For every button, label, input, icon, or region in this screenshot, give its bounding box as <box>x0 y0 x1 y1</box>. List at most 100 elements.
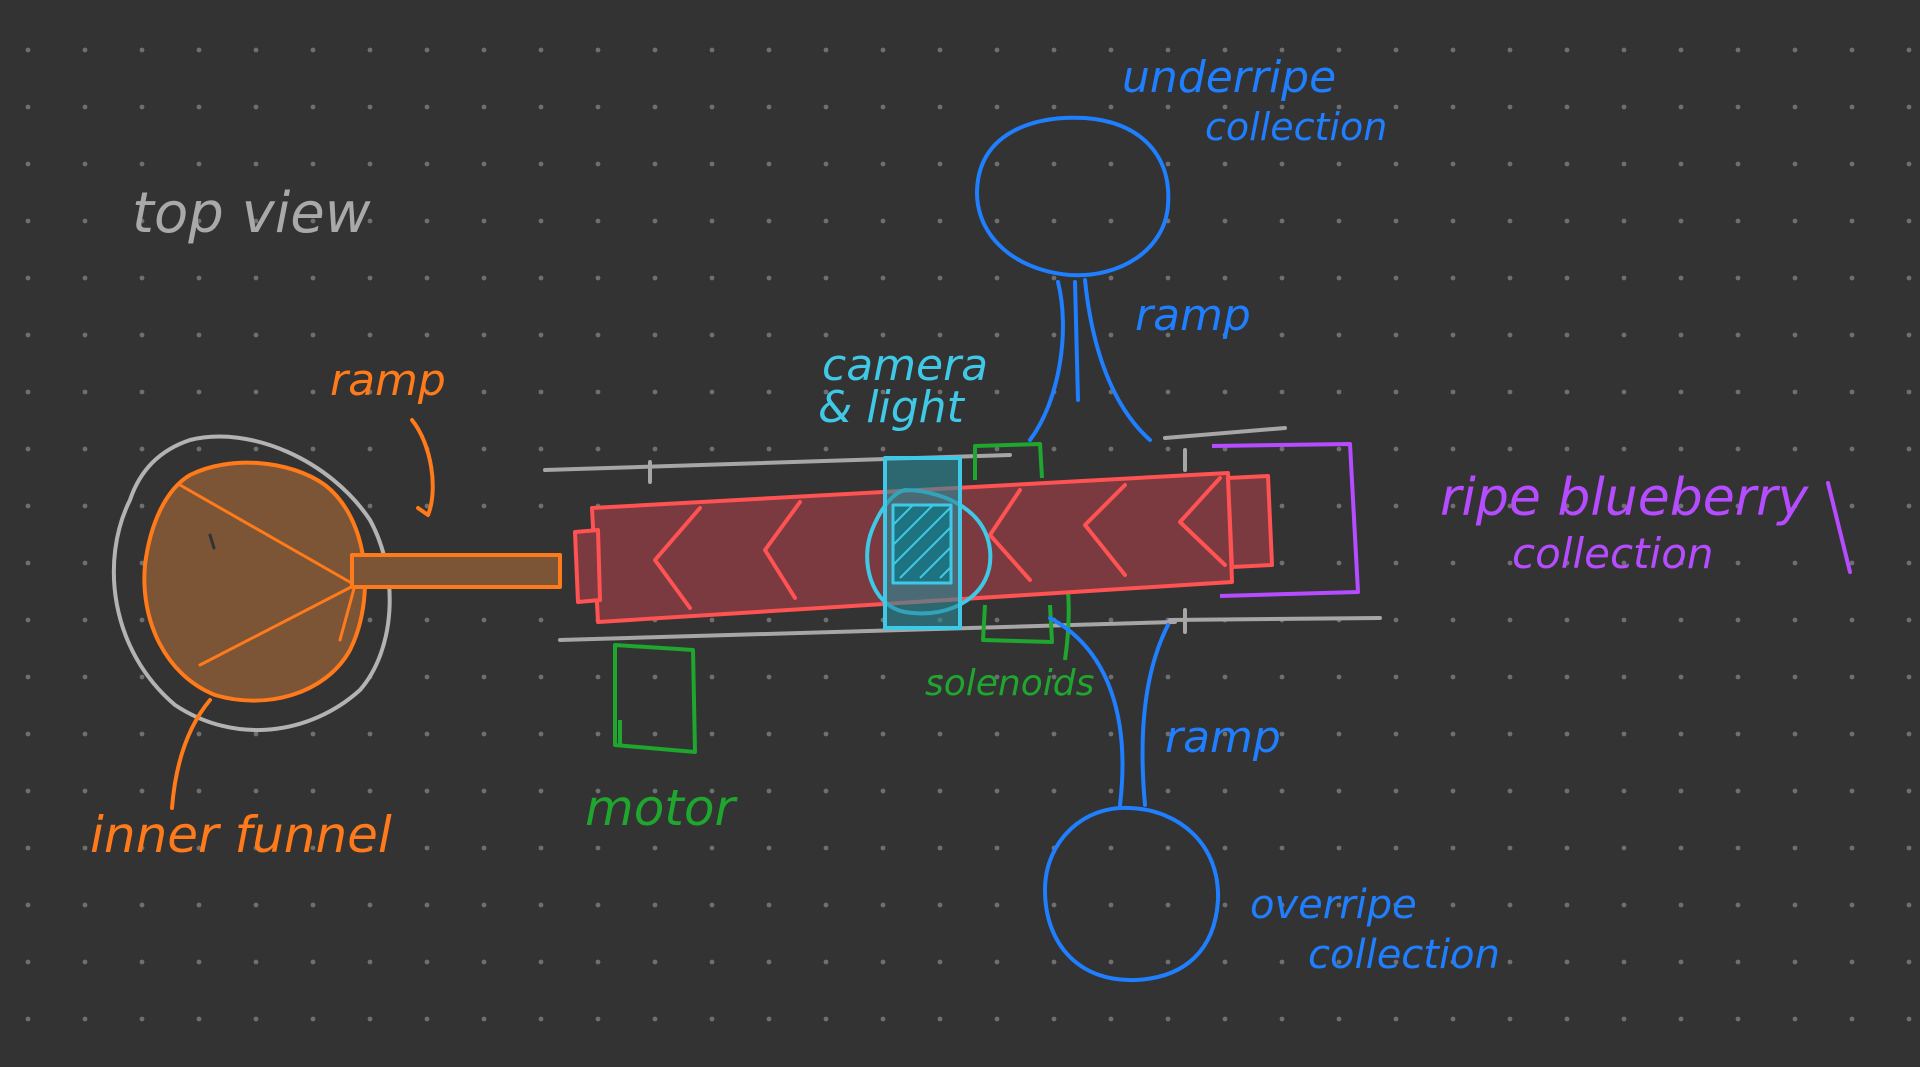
grid-dot <box>937 47 943 53</box>
grid-dot <box>880 161 886 167</box>
grid-dot <box>253 275 259 281</box>
grid-dot <box>1621 560 1627 566</box>
grid-dot <box>709 959 715 965</box>
grid-dot <box>1564 674 1570 680</box>
label-overripe-2: collection <box>1308 932 1500 978</box>
grid-dot <box>139 959 145 965</box>
grid-dot <box>709 674 715 680</box>
grid-dot <box>424 275 430 281</box>
grid-dot <box>1165 1016 1171 1022</box>
overripe-collection <box>1042 616 1221 983</box>
grid-dot <box>481 218 487 224</box>
grid-dot <box>424 674 430 680</box>
grid-dot <box>1564 959 1570 965</box>
grid-dot <box>481 788 487 794</box>
grid-dot <box>1279 902 1285 908</box>
grid-dot <box>82 560 88 566</box>
grid-dot <box>823 959 829 965</box>
grid-dot <box>1621 47 1627 53</box>
grid-dot <box>139 161 145 167</box>
grid-dot <box>1621 731 1627 737</box>
grid-dot <box>1849 503 1855 509</box>
grid-dot <box>1564 275 1570 281</box>
grid-dot <box>1165 104 1171 110</box>
grid-dot <box>1336 161 1342 167</box>
grid-dot <box>652 275 658 281</box>
grid-dot <box>1621 617 1627 623</box>
grid-dot <box>1507 617 1513 623</box>
grid-dot <box>310 788 316 794</box>
motor <box>613 643 697 754</box>
grid-dot <box>1564 161 1570 167</box>
grid-dot <box>1735 845 1741 851</box>
grid-dot <box>367 959 373 965</box>
grid-dot <box>652 731 658 737</box>
grid-dot <box>139 845 145 851</box>
grid-dot <box>139 446 145 452</box>
grid-dot <box>1165 47 1171 53</box>
grid-dot <box>1450 161 1456 167</box>
grid-dot <box>1849 446 1855 452</box>
grid-dot <box>1450 1016 1456 1022</box>
grid-dot <box>1450 47 1456 53</box>
grid-dot <box>595 275 601 281</box>
grid-dot <box>1792 218 1798 224</box>
label-underripe-1: underripe <box>1122 52 1336 103</box>
grid-dot <box>1108 902 1114 908</box>
grid-dot <box>1507 446 1513 452</box>
grid-dot <box>937 389 943 395</box>
grid-dot <box>1393 959 1399 965</box>
grid-dot <box>1165 731 1171 737</box>
grid-dot <box>1792 47 1798 53</box>
grid-dot <box>823 446 829 452</box>
grid-dot <box>82 902 88 908</box>
grid-dot <box>595 902 601 908</box>
grid-dot <box>481 446 487 452</box>
grid-dot <box>1051 731 1057 737</box>
grid-dot <box>1564 788 1570 794</box>
grid-dot <box>1678 446 1684 452</box>
grid-dot <box>1507 788 1513 794</box>
grid-dot <box>1450 902 1456 908</box>
funnel-assembly <box>111 434 562 732</box>
label-inner-funnel: inner funnel <box>90 806 392 864</box>
grid-dot <box>994 446 1000 452</box>
grid-dot <box>1222 332 1228 338</box>
grid-dot <box>1393 446 1399 452</box>
grid-dot <box>1393 275 1399 281</box>
grid-dot <box>481 161 487 167</box>
grid-dot <box>1678 104 1684 110</box>
title-top-view: top view <box>132 181 371 246</box>
grid-dot <box>1450 332 1456 338</box>
grid-dot <box>595 218 601 224</box>
grid-dot <box>766 788 772 794</box>
grid-dot <box>481 104 487 110</box>
grid-dot <box>1393 218 1399 224</box>
grid-dot <box>538 332 544 338</box>
grid-dot <box>1279 731 1285 737</box>
label-ramp-upper: ramp <box>1135 290 1251 341</box>
grid-dot <box>1564 503 1570 509</box>
grid-dot <box>1336 503 1342 509</box>
grid-dot <box>1906 218 1912 224</box>
grid-dot <box>1393 788 1399 794</box>
grid-dot <box>1849 332 1855 338</box>
grid-dot <box>424 959 430 965</box>
grid-dot <box>937 731 943 737</box>
grid-dot <box>1051 104 1057 110</box>
grid-dot <box>1450 503 1456 509</box>
grid-dot <box>1393 845 1399 851</box>
grid-dot <box>823 104 829 110</box>
grid-dot <box>1108 731 1114 737</box>
grid-dot <box>82 959 88 965</box>
grid-dot <box>25 1016 31 1022</box>
grid-dot <box>253 788 259 794</box>
grid-dot <box>766 161 772 167</box>
grid-dot <box>481 845 487 851</box>
grid-dot <box>1336 332 1342 338</box>
grid-dot <box>367 503 373 509</box>
grid-dot <box>1450 731 1456 737</box>
grid-dot <box>1792 959 1798 965</box>
grid-dot <box>1222 731 1228 737</box>
grid-dot <box>25 674 31 680</box>
